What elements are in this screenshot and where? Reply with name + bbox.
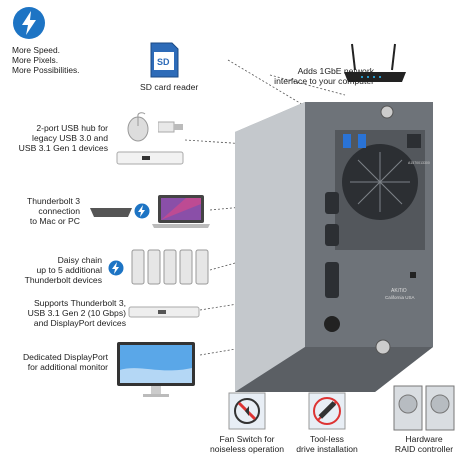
monitor-image xyxy=(115,340,197,398)
thunderbolt-daisy-icon xyxy=(108,260,124,276)
usb-c-device-image xyxy=(128,305,200,319)
sd-card-label: SD card reader xyxy=(140,82,199,92)
brand-text: AKiTiO xyxy=(391,288,407,294)
thunderbolt-icon xyxy=(134,203,150,219)
hard-drives-image xyxy=(393,384,455,432)
raid-enclosure-image: AKiTiO California USA A1570013300 xyxy=(225,92,445,412)
usb-mouse-image xyxy=(125,112,153,142)
fan-switch-icon xyxy=(228,392,266,430)
usb-hub-device-image xyxy=(116,150,184,166)
supports-label: Supports Thunderbolt 3,USB 3.1 Gen 2 (10… xyxy=(27,298,126,328)
laptop-image xyxy=(150,194,212,230)
thunderbolt-logo-icon xyxy=(12,6,46,40)
origin-text: California USA xyxy=(385,295,415,300)
model-text: A1570013300 xyxy=(408,161,430,165)
tagline: More Speed.More Pixels.More Possibilitie… xyxy=(12,45,80,75)
tool-less-icon xyxy=(308,392,346,430)
router-image xyxy=(340,40,410,85)
sd-card-image: SD xyxy=(148,42,180,78)
usb-flash-drive-image xyxy=(157,120,184,134)
daisy-chain-devices-image xyxy=(130,248,210,288)
sd-label: SD xyxy=(157,57,170,67)
thunderbolt-dock-image xyxy=(88,205,134,219)
